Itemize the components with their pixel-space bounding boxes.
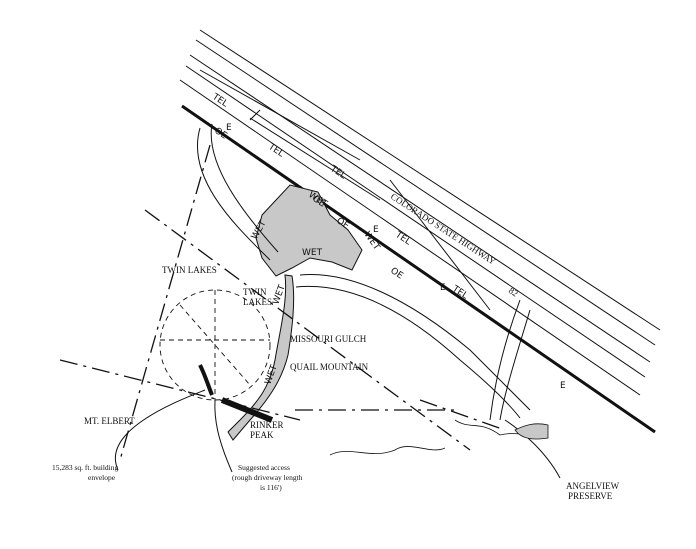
building-envelope — [159, 289, 271, 401]
label-tel-4: TEL — [393, 230, 413, 248]
label-e-4: E — [560, 381, 566, 391]
roads — [197, 109, 531, 421]
label-e-2: E — [373, 225, 379, 235]
label-quail-mountain: QUAIL MOUNTAIN — [290, 362, 369, 372]
creek — [227, 274, 295, 441]
label-rinker-peak-1: RINKER — [250, 420, 284, 430]
label-twin-lakes: TWIN LAKES — [162, 265, 217, 275]
note-access-2: (rough driveway length — [232, 473, 303, 482]
label-tel-2: TEL — [266, 142, 286, 160]
callout-lines — [115, 389, 561, 479]
note-envelope-2: envelope — [88, 473, 116, 482]
label-twin-lakes-2a: TWIN — [243, 287, 267, 297]
label-e-3: E — [440, 283, 446, 293]
property-boundary — [59, 144, 506, 461]
annotations: 15,283 sq. ft. building envelope Suggest… — [52, 463, 303, 492]
label-twin-lakes-2b: LAKES — [243, 297, 272, 307]
label-wet-4: WET — [302, 248, 323, 258]
place-labels: TWIN LAKES TWIN LAKES MISSOURI GULCH QUA… — [84, 265, 620, 501]
label-highway: COLORADO STATE HIGHWAY — [389, 191, 498, 267]
label-tel-3: TEL — [328, 164, 348, 182]
note-envelope-1: 15,283 sq. ft. building — [52, 463, 119, 472]
label-mt-elbert: MT. ELBERT — [84, 416, 135, 426]
overhead-electric-line — [181, 104, 656, 434]
driveway — [220, 397, 274, 423]
label-angelview-1: ANGELVIEW — [566, 481, 620, 491]
highway — [179, 29, 661, 396]
label-missouri-gulch: MISSOURI GULCH — [290, 334, 367, 344]
label-highway-number: 82 — [507, 285, 520, 298]
label-oe-4: OE — [388, 266, 404, 282]
label-e-1: E — [226, 123, 232, 133]
label-rinker-peak-2: PEAK — [250, 430, 274, 440]
label-angelview-2: PRESERVE — [568, 491, 613, 501]
note-access-1: Suggested access — [238, 463, 290, 472]
telephone-line — [199, 69, 491, 311]
note-access-3: is 116') — [260, 483, 282, 492]
wetland-area — [255, 184, 363, 277]
envelope-arc — [198, 364, 214, 396]
terrain-sketch — [329, 419, 549, 456]
